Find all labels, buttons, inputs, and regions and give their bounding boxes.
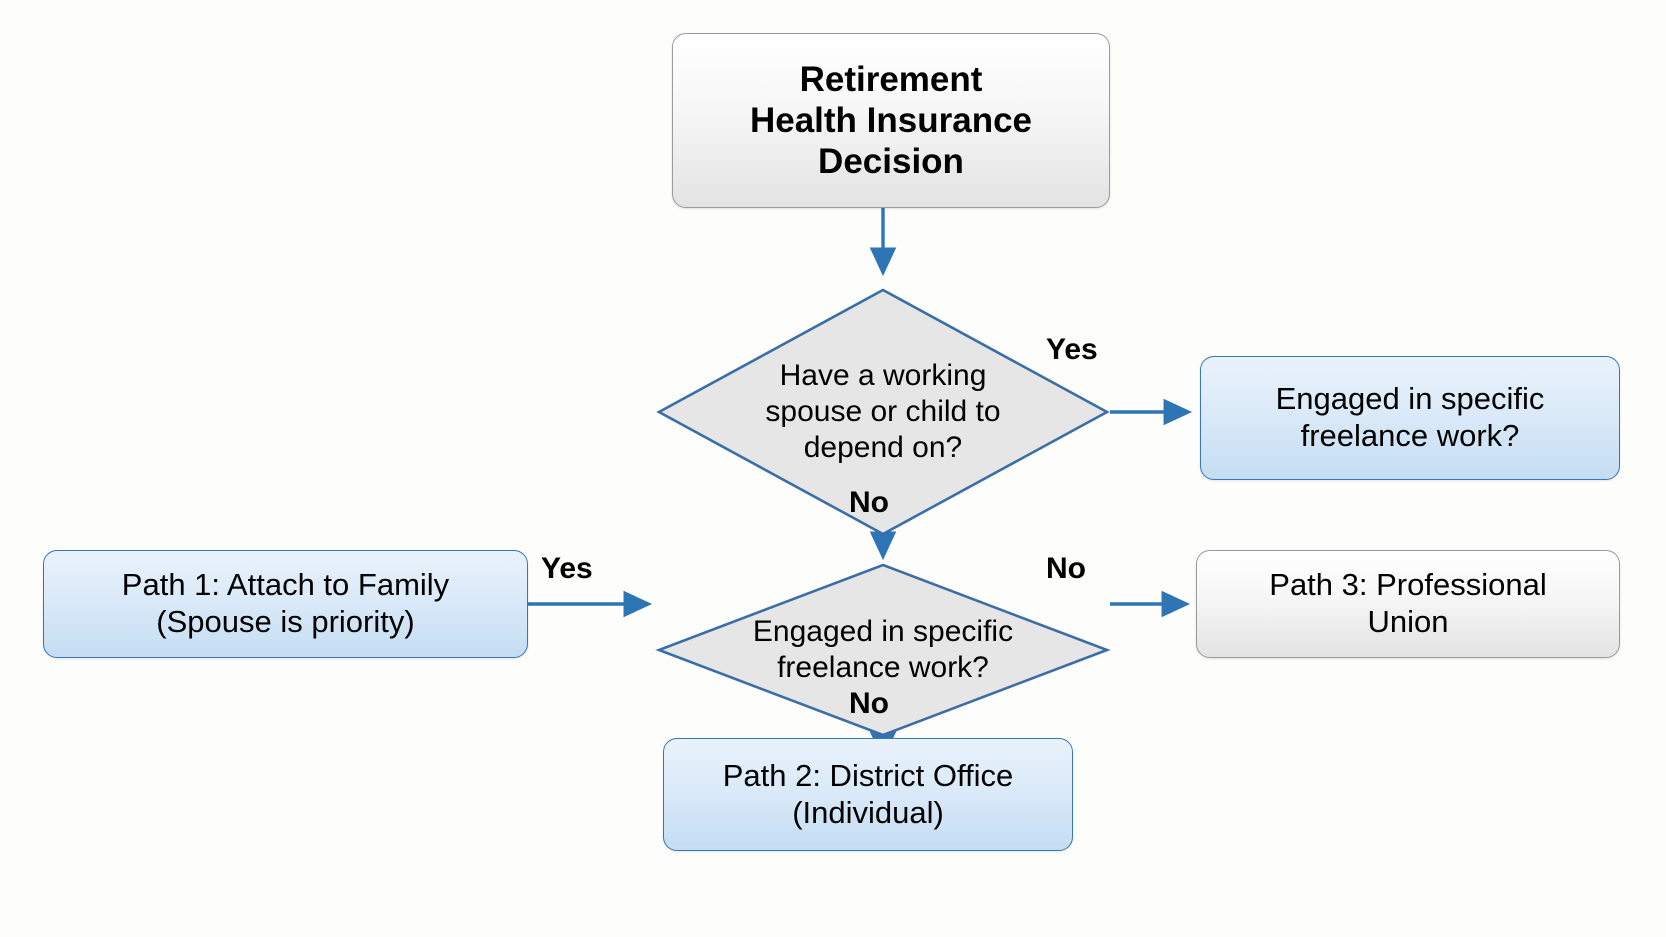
edge-label-dependent-yes: Yes [1046,333,1098,366]
node-path3[interactable]: Path 3: Professional Union [1196,550,1620,658]
node-dependent-question-label: Have a working spouse or child to depend… [765,359,1001,464]
node-path2[interactable]: Path 2: District Office (Individual) [663,738,1073,851]
diamond-shape [655,563,1111,737]
edge-label-freelance-no-right: No [1046,552,1086,585]
node-freelance-question-label: Engaged in specific freelance work? [752,615,1014,684]
node-dependent-question[interactable]: Have a working spouse or child to depend… [656,287,1110,537]
edge-label-freelance-yes: Yes [541,552,593,585]
node-freelance-question-right[interactable]: Engaged in specific freelance work? [1200,356,1620,480]
node-freelance-question[interactable]: Engaged in specific freelance work? [655,562,1111,738]
edge-label-dependent-no: No [849,486,889,519]
node-path1[interactable]: Path 1: Attach to Family (Spouse is prio… [43,550,528,658]
node-title[interactable]: Retirement Health Insurance Decision [672,33,1110,208]
diamond-shape [656,288,1110,536]
edge-label-freelance-no-down: No [849,687,889,720]
